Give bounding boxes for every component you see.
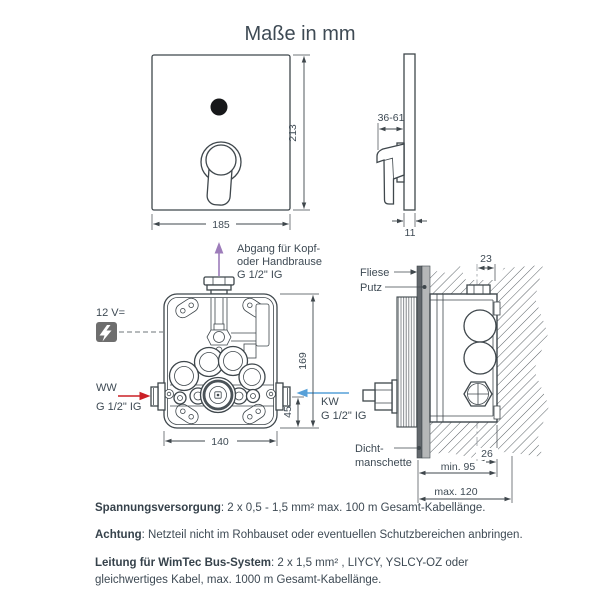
rough-in-box-inner [167, 297, 274, 425]
seal-leader-dot [417, 446, 421, 450]
outlet-label-2: oder Handbrause [237, 256, 322, 268]
dim-label-23: 23 [480, 253, 492, 265]
plaster-label: Putz [360, 282, 382, 294]
dim-thickness-11: 11 [392, 213, 427, 239]
top-connector-nut [203, 276, 235, 286]
dim-depth-36-61: 36-61 [378, 112, 405, 150]
tile-layer [416, 265, 423, 459]
outlet-label-1: Abgang für Kopf- [237, 243, 321, 255]
dim-depth-max-120: max. 120 [419, 456, 513, 503]
dim-label-140: 140 [211, 436, 229, 448]
spec-power-supply: Spannungsversorgung: 2 x 0,5 - 1,5 mm² m… [95, 500, 590, 517]
dim-box-height-169: 169 [280, 293, 319, 429]
tile-label: Fliese [360, 267, 389, 279]
plaster-leader-dot [422, 285, 427, 289]
spec-warning: Achtung: Netzteil nicht im Rohbauset ode… [95, 527, 590, 544]
valve-circle-small [245, 388, 261, 404]
section-hex-port [463, 381, 493, 407]
spec-bus-cable-value-2: gleichwertiges Kabel, max. 1000 m Gesamt… [95, 573, 382, 586]
spec-warning-value: : Netzteil nicht im Rohbauset oder event… [141, 529, 523, 542]
mounting-clip [493, 405, 501, 420]
lever-handle-detail [383, 157, 394, 180]
internal-pipework [206, 298, 270, 359]
dim-label-213: 213 [287, 124, 299, 142]
seal-label-2: manschette [355, 457, 412, 469]
section-circle [463, 309, 497, 343]
outlet-arrow-head [214, 242, 224, 254]
dim-label-36-61: 36-61 [378, 112, 405, 124]
dim-label-min-95: min. 95 [441, 461, 476, 473]
bolt-circle [164, 389, 174, 399]
tile-leader-arrow [410, 269, 417, 275]
dim-label-26: 26 [481, 448, 493, 460]
spec-warning-label: Achtung [95, 529, 142, 542]
section-top-nut [466, 284, 491, 295]
spec-power-supply-value: : 2 x 0,5 - 1,5 mm² max. 100 m Gesamt-Ka… [220, 502, 486, 514]
valve-circle [217, 345, 249, 377]
ww-thread-label: G 1/2" IG [96, 401, 141, 413]
mounting-clip [493, 301, 501, 316]
kw-label: KW [321, 396, 339, 408]
spec-power-supply-label: Spannungsversorgung [95, 502, 221, 514]
kw-arrow-head [296, 388, 308, 398]
power-label: 12 V= [96, 307, 125, 319]
dim-width-185: 185 [151, 214, 291, 231]
dim-offset-23: 23 [474, 252, 498, 281]
dim-label-11: 11 [405, 227, 416, 239]
lever-handle-side [376, 143, 405, 205]
page-title: Maße in mm [244, 23, 355, 45]
lever-handle-front [200, 141, 242, 206]
power-icon-box [96, 322, 117, 342]
central-hub [199, 376, 237, 414]
valve-spindle [362, 379, 398, 414]
spec-bus-cable-value-1: : 2 x 1,5 mm² , LIYCY, YSLCY-OZ oder [271, 556, 469, 569]
bolt-circle [266, 389, 276, 399]
lightning-icon [99, 325, 112, 342]
plaster-layer [421, 265, 431, 459]
dim-label-max-120: max. 120 [434, 486, 477, 498]
dim-depth-min-95: min. 95 [417, 460, 496, 503]
dim-height-213: 213 [287, 54, 310, 211]
mounting-ear [242, 403, 266, 425]
valve-circle-small [173, 391, 187, 405]
side-view: 36-61 11 [376, 53, 427, 239]
section-circle [463, 341, 497, 375]
side-panel [403, 53, 416, 211]
valve-circle [238, 363, 266, 391]
dim-label-45: 45 [282, 406, 294, 418]
kw-thread-label: G 1/2" IG [321, 410, 366, 422]
ww-arrow-head [139, 391, 151, 401]
kw-port [275, 382, 291, 411]
front-panel [151, 54, 291, 211]
spec-text-block: Spannungsversorgung: 2 x 0,5 - 1,5 mm² m… [95, 500, 590, 599]
ww-label: WW [96, 382, 117, 394]
mounting-ear [175, 297, 199, 319]
top-connector-collar [206, 284, 232, 291]
box-view: Abgang für Kopf- oder Handbrause G 1/2" … [96, 242, 366, 448]
dim-box-width-140: 140 [163, 431, 278, 448]
mounting-ear [175, 403, 199, 425]
front-view: 213 185 [151, 54, 310, 231]
seal-label-1: Dicht- [355, 443, 384, 455]
spec-bus-cable: Leitung für WimTec Bus-System: 2 x 1,5 m… [95, 555, 590, 590]
section-view: Fliese Putz Dicht- manschette 23 26 m [355, 252, 549, 503]
dim-inlet-height-45: 45 [282, 396, 304, 427]
dim-label-169: 169 [297, 352, 309, 370]
lever-base [205, 144, 237, 176]
outlet-label-3: G 1/2" IG [237, 269, 282, 281]
sensor-dot [210, 98, 228, 116]
valve-circle [168, 360, 200, 392]
dim-label-185: 185 [212, 219, 230, 231]
ww-port [150, 382, 166, 411]
spec-bus-cable-label: Leitung für WimTec Bus-System [95, 556, 272, 569]
front-housing-band [396, 296, 418, 428]
